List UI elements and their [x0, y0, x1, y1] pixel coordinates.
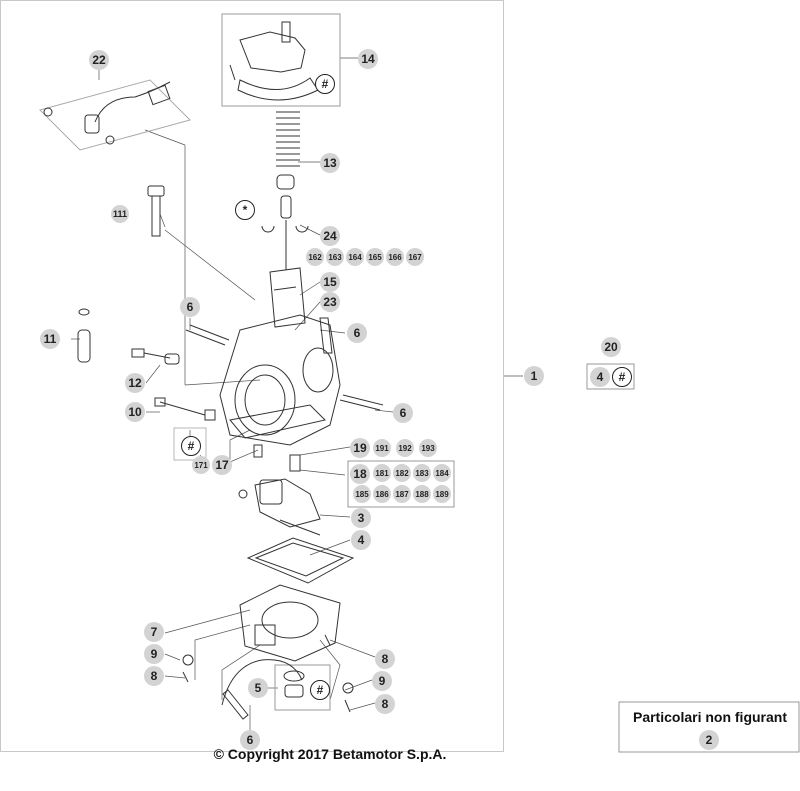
callout-8-c: 8 [375, 694, 395, 714]
diagram-frame [0, 0, 504, 752]
callout-6-d: 6 [240, 730, 260, 750]
callout-6-c: 6 [393, 403, 413, 423]
callout-185: 185 [353, 485, 371, 503]
callout-12: 12 [125, 373, 145, 393]
hash-marker-20: # [612, 367, 632, 387]
callout-165: 165 [366, 248, 384, 266]
callout-23: 23 [320, 292, 340, 312]
copyright-notice: © Copyright 2017 Betamotor S.p.A. [213, 746, 447, 762]
hash-marker-14: # [315, 74, 335, 94]
callout-6-a: 6 [180, 297, 200, 317]
callout-191: 191 [373, 439, 391, 457]
callout-6-b: 6 [347, 323, 367, 343]
callout-8-b: 8 [375, 649, 395, 669]
not-shown-parts-title: Particolari non figurant [632, 709, 787, 725]
callout-111: 111 [111, 205, 129, 223]
callout-7: 7 [144, 622, 164, 642]
callout-186: 186 [373, 485, 391, 503]
callout-162: 162 [306, 248, 324, 266]
callout-4-not-shown: 4 [590, 367, 610, 387]
callout-20: 20 [601, 337, 621, 357]
callout-11: 11 [40, 329, 60, 349]
callout-10: 10 [125, 402, 145, 422]
callout-4: 4 [351, 530, 371, 550]
callout-163: 163 [326, 248, 344, 266]
hash-marker-5: # [310, 680, 330, 700]
callout-9-b: 9 [372, 671, 392, 691]
callout-22: 22 [89, 50, 109, 70]
callout-8-a: 8 [144, 666, 164, 686]
callout-14: 14 [358, 49, 378, 69]
callout-166: 166 [386, 248, 404, 266]
callout-15: 15 [320, 272, 340, 292]
callout-171: 171 [192, 456, 210, 474]
callout-24: 24 [320, 226, 340, 246]
star-marker: * [235, 200, 255, 220]
callout-19: 19 [350, 438, 370, 458]
callout-193: 193 [419, 439, 437, 457]
callout-167: 167 [406, 248, 424, 266]
callout-183: 183 [413, 464, 431, 482]
callout-9-a: 9 [144, 644, 164, 664]
callout-3: 3 [351, 508, 371, 528]
callout-18: 18 [350, 464, 370, 484]
callout-17: 17 [212, 455, 232, 475]
callout-189: 189 [433, 485, 451, 503]
callout-187: 187 [393, 485, 411, 503]
callout-182: 182 [393, 464, 411, 482]
callout-13: 13 [320, 153, 340, 173]
callout-188: 188 [413, 485, 431, 503]
callout-164: 164 [346, 248, 364, 266]
callout-2: 2 [699, 730, 719, 750]
callout-192: 192 [396, 439, 414, 457]
callout-181: 181 [373, 464, 391, 482]
callout-1: 1 [524, 366, 544, 386]
hash-marker-10: # [181, 436, 201, 456]
callout-5: 5 [248, 678, 268, 698]
callout-184: 184 [433, 464, 451, 482]
